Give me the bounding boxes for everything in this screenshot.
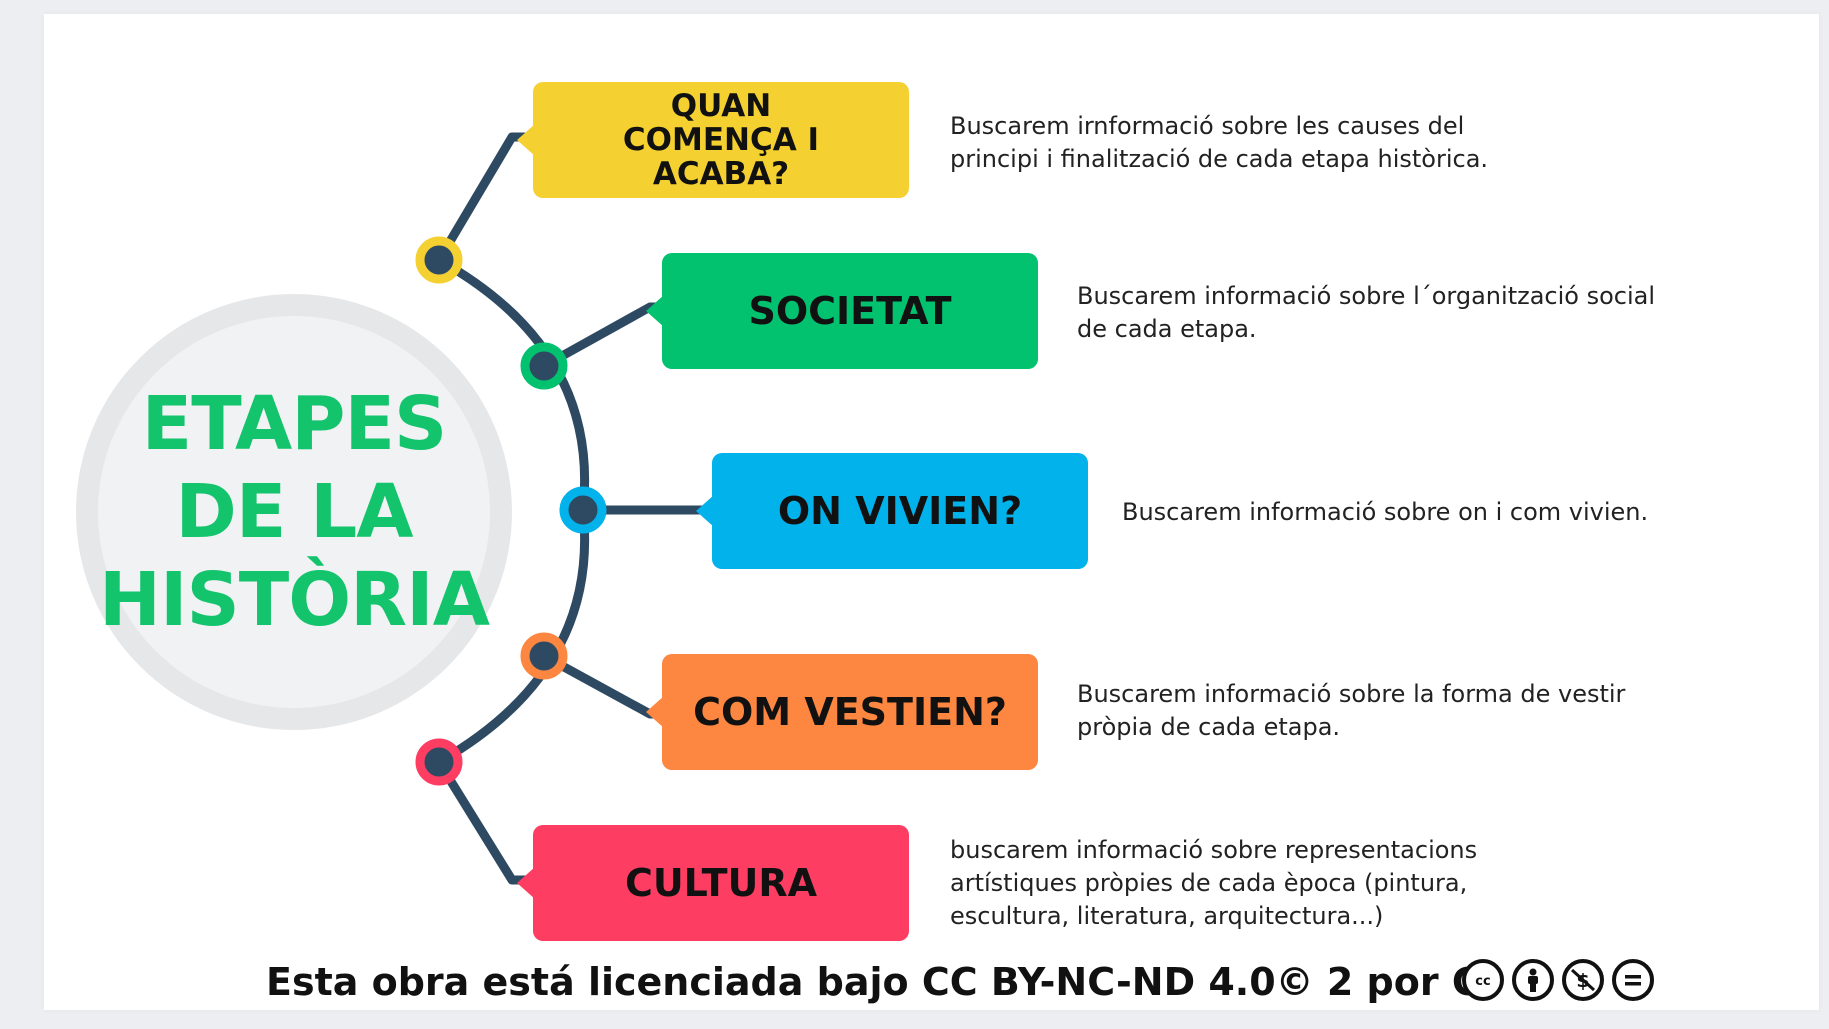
step-description-2: Buscarem informació sobre l´organització… <box>1077 280 1707 346</box>
step-label: ON VIVIEN? <box>777 489 1023 533</box>
by-icon <box>1512 959 1554 1001</box>
desc-line: pròpia de cada etapa. <box>1077 713 1341 741</box>
license-text: Esta obra está licenciada bajo CC BY-NC-… <box>266 960 1480 1004</box>
step-label-line: ACABA? <box>652 156 790 192</box>
desc-line: Buscarem informació sobre l´organització… <box>1077 282 1656 310</box>
box-pointer <box>517 867 535 899</box>
title-line-1: ETAPES <box>141 381 448 467</box>
step-box-societat: SOCIETAT <box>646 253 1038 369</box>
desc-line: Buscarem irnformació sobre les causes de… <box>950 112 1465 140</box>
desc-line: Buscarem informació sobre la forma de ve… <box>1077 680 1626 708</box>
box-pointer <box>646 295 664 327</box>
license-icons: cc $ <box>1462 959 1654 1001</box>
step-label-line: COMENÇA I <box>622 122 820 158</box>
svg-text:cc: cc <box>1475 974 1490 989</box>
step-box-com-vestien: COM VESTIEN? <box>646 654 1038 770</box>
step-label: SOCIETAT <box>748 289 952 333</box>
nc-icon: $ <box>1562 959 1604 1001</box>
cc-icon: cc <box>1462 959 1504 1001</box>
desc-line: de cada etapa. <box>1077 315 1257 343</box>
box-pointer <box>696 495 714 527</box>
desc-line: Buscarem informació sobre on i com vivie… <box>1122 498 1649 526</box>
desc-line: escultura, literatura, arquitectura...) <box>950 902 1384 930</box>
title-line-2: DE LA <box>175 469 413 555</box>
box-pointer <box>646 696 664 728</box>
main-title: ETAPES DE LA HISTÒRIA <box>99 380 490 644</box>
title-line-3: HISTÒRIA <box>99 557 490 643</box>
nd-icon <box>1612 959 1654 1001</box>
desc-line: buscarem informació sobre representacion… <box>950 836 1478 864</box>
step-box-on-vivien: ON VIVIEN? <box>696 453 1088 569</box>
title-circle: ETAPES DE LA HISTÒRIA <box>76 294 512 730</box>
step-box-cultura: CULTURA <box>517 825 909 941</box>
step-label: CULTURA <box>624 861 818 905</box>
step-description-3: Buscarem informació sobre on i com vivie… <box>1122 496 1742 529</box>
step-label: COM VESTIEN? <box>693 690 1007 734</box>
step-description-5: buscarem informació sobre representacion… <box>950 834 1570 933</box>
step-description-1: Buscarem irnformació sobre les causes de… <box>950 110 1570 176</box>
node-2 <box>520 342 568 390</box>
node-4 <box>520 632 568 680</box>
step-label: QUAN COMENÇA I ACABA? <box>623 89 819 191</box>
step-label-line: QUAN <box>670 88 772 124</box>
node-5 <box>415 738 463 786</box>
desc-line: artístiques pròpies de cada època (pintu… <box>950 869 1468 897</box>
step-description-4: Buscarem informació sobre la forma de ve… <box>1077 678 1707 744</box>
desc-line: principi i finalització de cada etapa hi… <box>950 145 1489 173</box>
box-pointer <box>517 124 535 156</box>
node-1 <box>415 236 463 284</box>
node-3 <box>559 486 607 534</box>
step-box-quan-comenca: QUAN COMENÇA I ACABA? <box>517 82 909 198</box>
